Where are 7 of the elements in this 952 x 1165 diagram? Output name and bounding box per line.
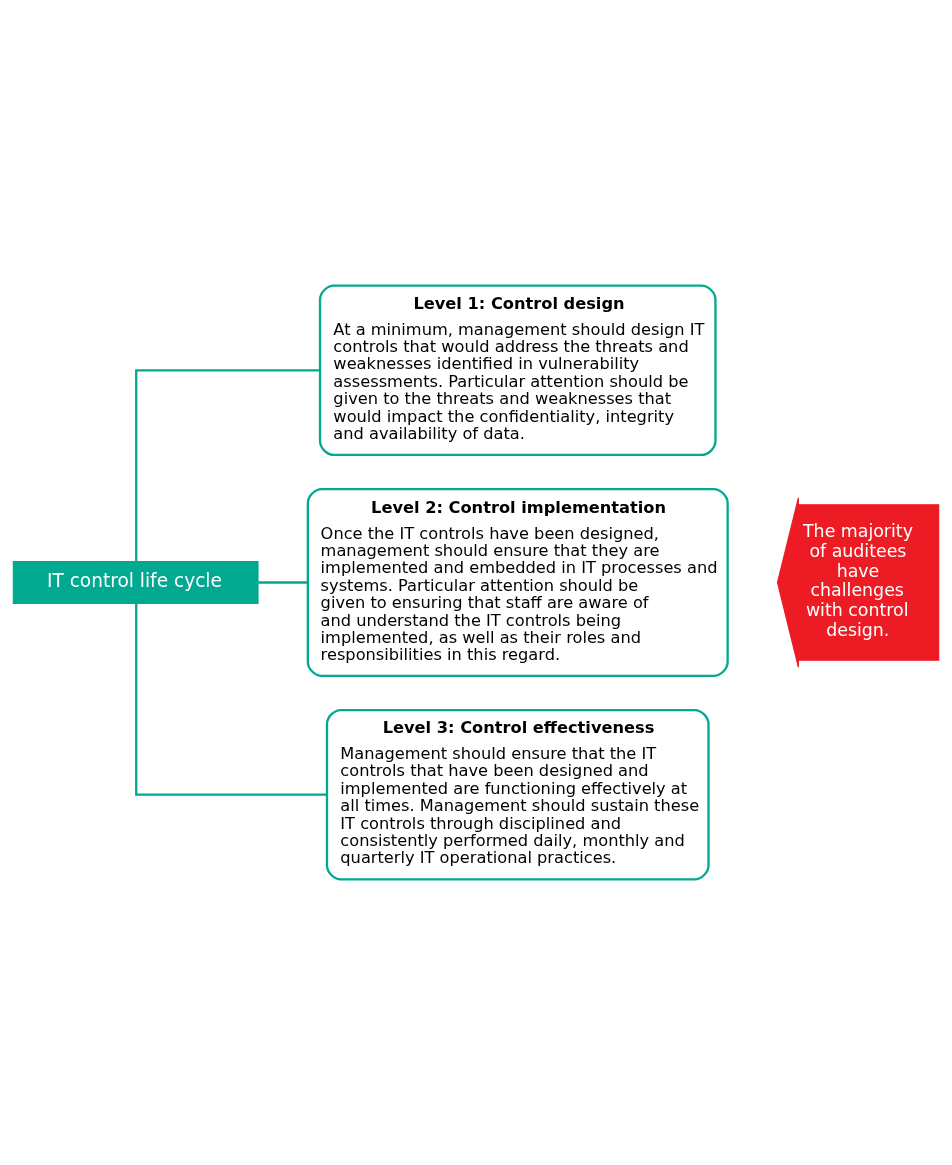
node-box: IT control life cycle — [12, 561, 259, 604]
connector — [135, 369, 320, 562]
node-box: Level 1: Control design At a minimum, management should design IT controls that would address the threats and weaknesses identified in vulnerability assessments. Particular attention should be given to the threats and weaknesses that would impact the confidentiality, integrity and availability of data. — [318, 284, 717, 457]
connector — [258, 581, 308, 584]
node-box: Level 2: Control implementation Once the IT controls have been designed, management should ensure that they are implemented and embedded in IT processes and systems. Particular attention should be given to ensuring that staff are aware of and understand the IT controls being implemented, as well as their roles and responsibilities in this regard. — [306, 488, 729, 677]
node-box: Level 3: Control effectiveness Management should ensure that the IT controls that have been designed and implemented are functioning effectively at all times. Management should sustain these IT controls through disciplined and consistently performed daily, monthly and quarterly IT operational practices. — [325, 708, 710, 881]
connector — [135, 603, 327, 796]
